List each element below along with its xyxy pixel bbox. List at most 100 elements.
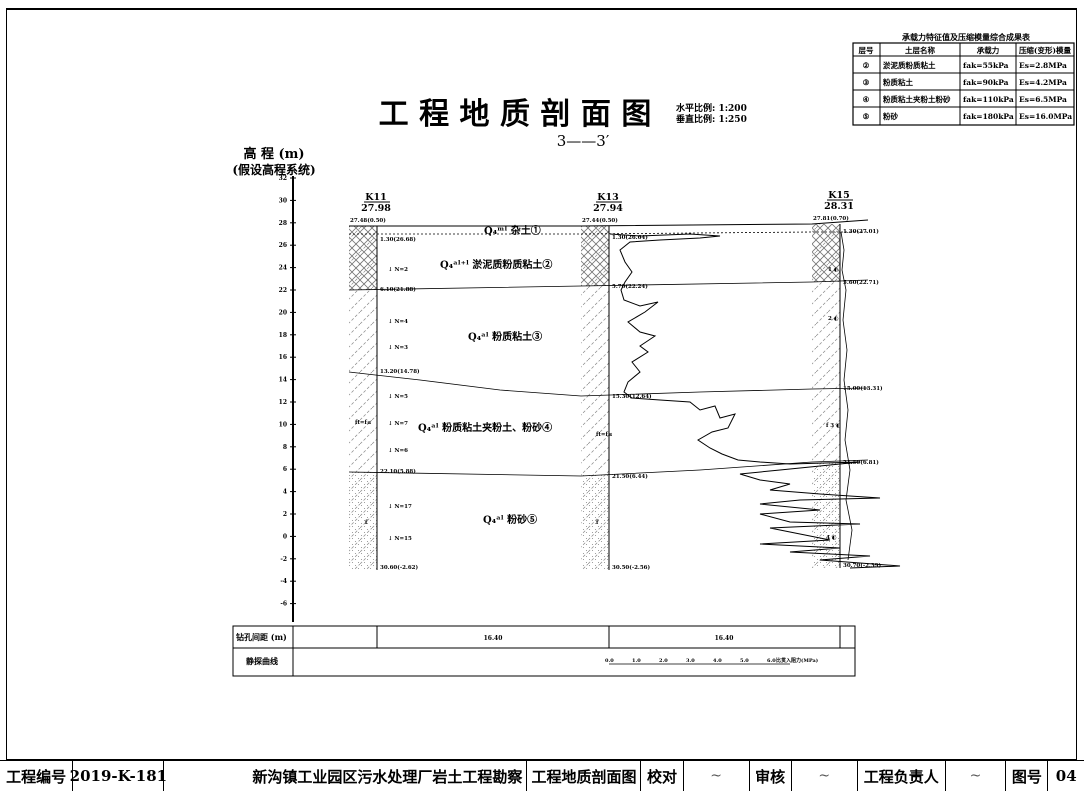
borehole-k15-elev: 28.31 [824,201,854,212]
summary-cell: fak=180kPa [963,112,1014,121]
depth-label: 1.30(27.01) [843,228,879,235]
summary-cell: 粉质粘土夹粉土粉砂 [883,94,951,104]
borehole-k13-id: K13 [597,192,618,203]
elevation-tick-label: 32 [279,175,287,182]
title-block: 工程编号 2019-K-181 新沟镇工业园区污水处理厂岩土工程勘察 工程地质剖… [0,760,1084,791]
depth-label: 13.20(14.78) [380,368,420,375]
depth-label: 5.60(22.71) [843,279,879,286]
layer-3-boundary [348,371,869,397]
annotation: 4 ◐ [826,535,837,541]
summary-cell: ② [863,61,870,70]
depth-label: 22.10(5.88) [380,468,416,475]
check-signature: ~ [684,761,750,791]
borehole-k13-elev: 27.94 [593,203,623,214]
cpt-scale-label: 3.0 [686,658,695,664]
depth-label: 30.60(-2.62) [380,564,419,571]
summary-cell: fak=110kPa [963,95,1014,104]
annotation: f 3 ◐ [826,423,841,429]
review-signature: ~ [792,761,858,791]
cpt-scale-label: 2.0 [659,658,668,664]
elevation-tick-label: 0 [283,533,287,540]
borehole-k11-elev: 27.98 [361,203,391,214]
summary-table: 承载力特征值及压缩模量综合成果表 层号 土层名称 承载力 压缩(变形)模量 ② … [852,32,1075,126]
borehole-k15-fill [812,224,840,282]
cpt-scale-label: 0.0 [605,658,614,664]
project-number: 2019-K-181 [70,761,167,791]
layer-2-boundary [348,279,869,291]
spt-marker: ↓ N=5 [388,394,408,400]
summary-cell: Es=4.2MPa [1019,78,1067,87]
spacing-row-label: 钻孔间距 (m) [236,632,287,642]
lead-signature: ~ [946,761,1007,791]
depth-label: 30.70(-2.39) [843,562,882,569]
annotation: 1 ◐ [828,267,839,273]
elevation-tick-label: 14 [279,377,287,384]
annotation: 2 ◐ [828,316,839,322]
elevation-tick-label: 8 [283,444,287,451]
elevation-tick-label: 2 [283,511,287,518]
summary-cell: fak=55kPa [963,61,1009,70]
layer-label-5: Q₄ᵃˡ 粉砂⑤ [483,513,537,526]
elevation-tick-label: -6 [280,601,287,608]
borehole-k11-id: K11 [365,192,386,203]
borehole-k15-sand [812,462,840,568]
cpt-scale-label: 1.0 [632,658,641,664]
elevation-tick-label: -2 [280,556,287,563]
borehole-k11-top: 27.48(0.50) [350,217,386,224]
summary-header-layer: 层号 [859,46,874,55]
cpt-unit: 比贯入阻力(MPa) [776,657,818,664]
annotation: f [365,520,368,526]
layer-1-boundary [349,231,868,235]
summary-header-capacity: 承载力 [977,45,1000,55]
spacing-value: 16.40 [715,635,734,642]
elevation-axis-subtitle: (假设高程系统) [232,162,315,177]
cpt-scale-label: 5.0 [740,658,749,664]
cpt-curve-k15 [840,231,853,561]
layer-4-boundary [348,459,869,477]
depth-label: 1.30(26.64) [612,234,648,241]
elevation-tick-label: -4 [280,578,287,585]
elevation-tick-label: 26 [279,242,287,249]
drawing-name: 工程地质剖面图 [527,761,642,791]
spt-marker: ↓ N=7 [388,421,408,427]
depth-label: 15.30(12.64) [612,393,652,400]
summary-header-modulus: 压缩(变形)模量 [1019,45,1072,55]
spacing-value: 16.40 [484,635,503,642]
annotation: ft=f≤ [355,420,372,426]
depth-label: 6.10(21.88) [380,286,416,293]
spt-marker: ↓ N=2 [388,267,408,273]
check-label: 校对 [641,761,684,791]
layer-label-1: Q₄ᵐˡ 杂土① [484,224,541,237]
ground-surface-line [349,219,869,227]
layer-label-4: Q₄ᵃˡ 粉质粘土夹粉土、粉砂④ [418,421,552,434]
summary-cell: ③ [863,78,870,87]
elevation-tick-label: 22 [279,287,287,294]
borehole-k13-top: 27.44(0.50) [582,217,618,224]
drawing-frame [6,8,1077,760]
depth-label: 21.50(6.81) [843,459,879,466]
vertical-scale: 垂直比例: 1:250 [676,113,747,125]
summary-header-soil: 土层名称 [905,45,935,55]
elevation-tick-label: 24 [279,265,287,272]
elevation-tick-label: 18 [279,332,287,339]
summary-cell: 淤泥质粉质粘土 [883,60,936,70]
spt-marker: ↓ N=15 [388,536,412,542]
sheet-number: 04 [1055,767,1077,785]
summary-cell: Es=6.5MPa [1019,95,1067,104]
section-drawing: 工 程 地 质 剖 面 图 3——3′ 水平比例: 1:200 垂直比例: 1:… [232,32,1075,677]
elevation-tick-label: 12 [279,399,287,406]
elevation-axis-title: 高 程 (m) [243,146,304,162]
elevation-tick-label: 10 [279,421,287,428]
borehole-k11-sand [349,470,377,570]
annotation: ft=f≤ [596,432,613,438]
summary-cell: 粉砂 [883,111,898,121]
elevation-tick-label: 28 [279,220,287,227]
cpt-row-label: 静探曲线 [246,656,278,666]
layer-label-2: Q₄ᵃˡ⁺ˡ 淤泥质粉质粘土② [440,258,552,271]
project-name: 新沟镇工业园区污水处理厂岩土工程勘察 [164,761,528,791]
depth-label: 15.00(13.31) [843,385,883,392]
elevation-tick-label: 4 [283,489,287,496]
